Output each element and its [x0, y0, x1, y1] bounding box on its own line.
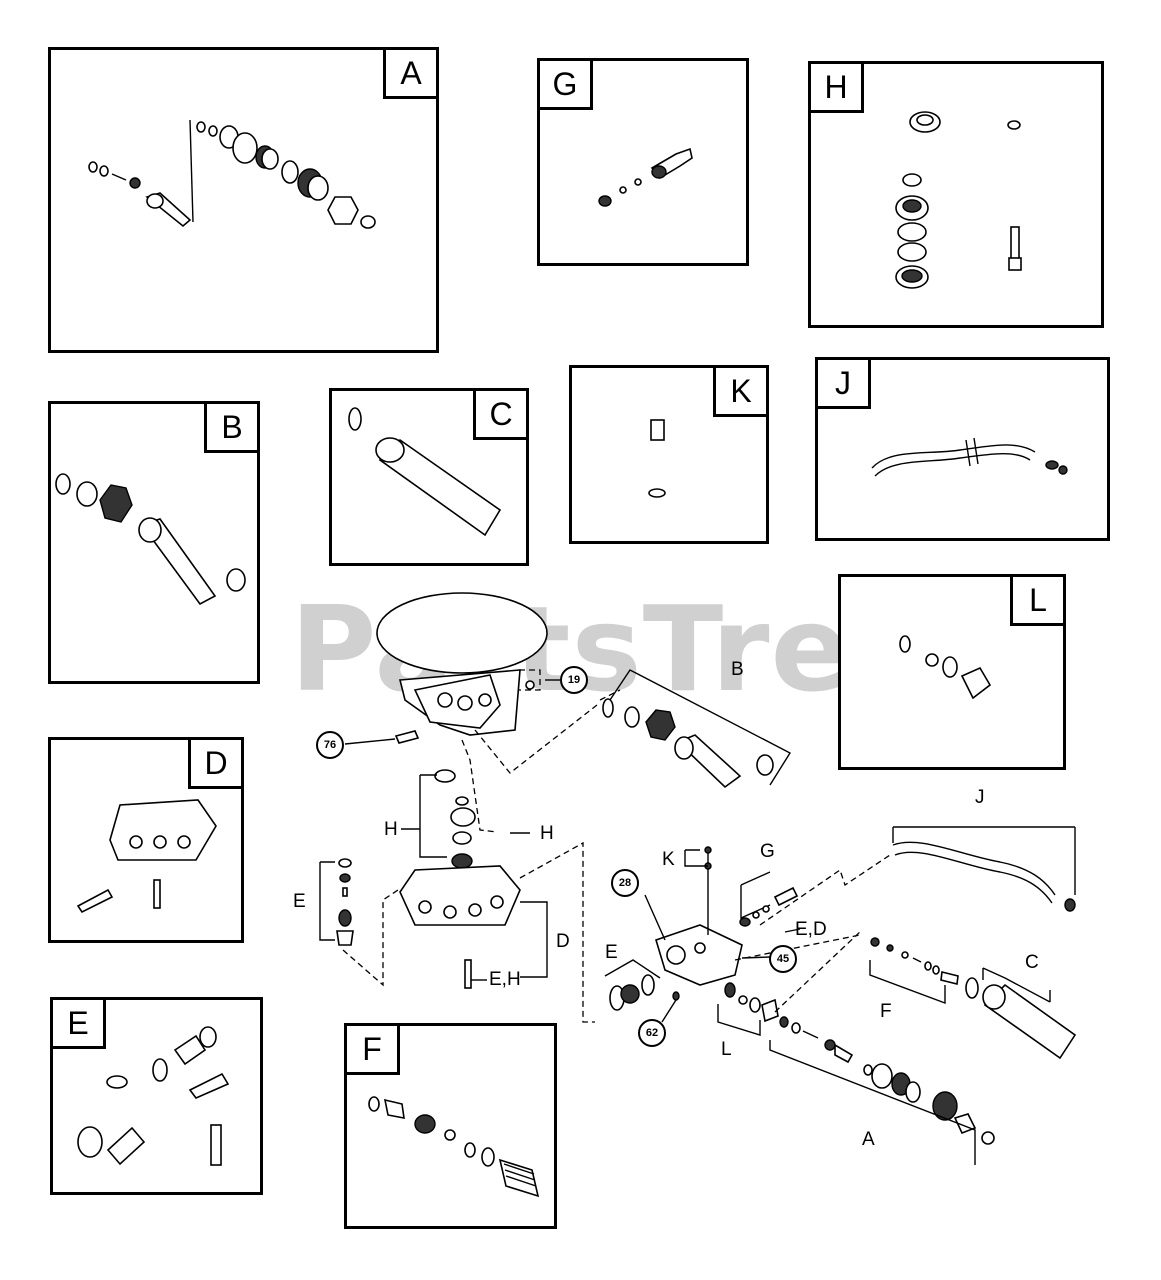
callout-l[interactable]: L	[721, 1039, 732, 1060]
kit-a-parts	[88, 119, 376, 229]
kit-label-c: C	[473, 388, 529, 440]
kit-label-l: L	[1010, 574, 1066, 626]
callout-e-h[interactable]: E,H	[489, 969, 521, 990]
callout-e-right[interactable]: E	[605, 942, 618, 963]
kit-e-parts	[77, 1026, 230, 1166]
callout-e-d[interactable]: E,D	[795, 919, 827, 940]
kit-f-parts	[368, 1096, 540, 1198]
ref-number-76[interactable]: 76	[316, 731, 344, 759]
kit-j-parts	[871, 437, 1068, 477]
callout-e-left[interactable]: E	[293, 891, 306, 912]
callout-j[interactable]: J	[975, 787, 985, 808]
kit-label-d: D	[188, 737, 244, 789]
ref-number-62[interactable]: 62	[638, 1019, 666, 1047]
callout-f[interactable]: F	[880, 1001, 892, 1022]
callout-g[interactable]: G	[760, 841, 775, 862]
ref-number-28[interactable]: 28	[611, 869, 639, 897]
kit-k-parts	[648, 419, 666, 498]
kit-d-parts	[76, 799, 217, 914]
kit-box-a[interactable]: A	[48, 47, 439, 353]
kit-label-f: F	[344, 1023, 400, 1075]
kit-b-parts	[55, 473, 246, 606]
kit-l-parts	[899, 635, 992, 700]
kit-label-b: B	[204, 401, 260, 453]
callout-c[interactable]: C	[1025, 952, 1039, 973]
kit-label-g: G	[537, 58, 593, 110]
kit-label-k: K	[713, 365, 769, 417]
kit-label-e: E	[50, 997, 106, 1049]
kit-label-j: J	[815, 357, 871, 409]
callout-a[interactable]: A	[862, 1129, 875, 1150]
callout-d[interactable]: D	[556, 931, 570, 952]
kit-box-e[interactable]: E	[50, 997, 263, 1195]
kit-label-h: H	[808, 61, 864, 113]
callout-h-right[interactable]: H	[540, 823, 554, 844]
kit-box-g[interactable]: G	[537, 58, 749, 266]
callout-b[interactable]: B	[731, 659, 744, 680]
ref-number-19[interactable]: 19	[560, 666, 588, 694]
kit-label-a: A	[383, 47, 439, 99]
kit-c-parts	[348, 407, 502, 537]
kit-box-f[interactable]: F	[344, 1023, 557, 1229]
kit-box-k[interactable]: K	[569, 365, 769, 544]
callout-k[interactable]: K	[662, 849, 675, 870]
main-assembly	[319, 592, 1077, 1165]
kit-box-h[interactable]: H	[808, 61, 1104, 328]
ref-number-45[interactable]: 45	[769, 945, 797, 973]
callout-h-left[interactable]: H	[384, 819, 398, 840]
kit-g-parts	[598, 147, 693, 207]
kit-h-parts	[895, 111, 1022, 289]
